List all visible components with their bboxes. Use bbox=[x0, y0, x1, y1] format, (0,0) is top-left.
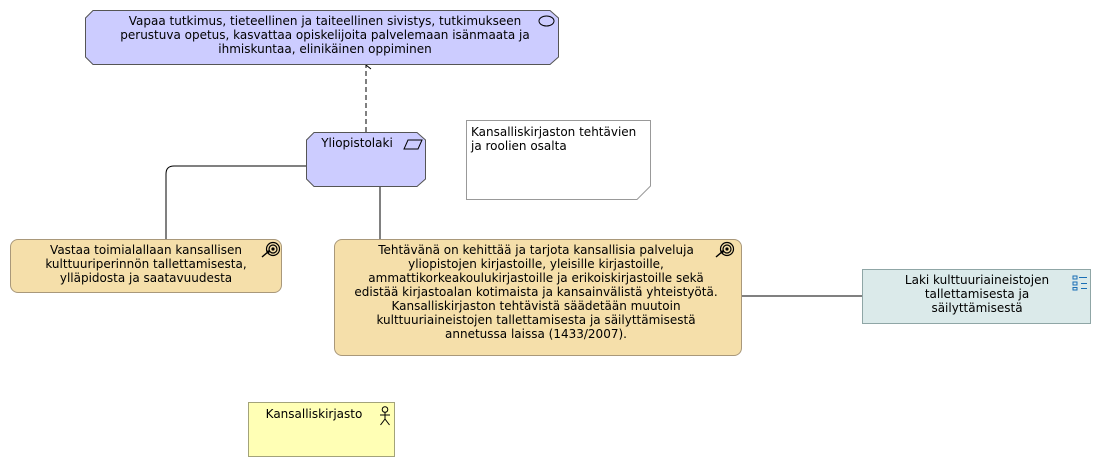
goal-main-label: Tehtävänä on kehittää ja tarjota kansall… bbox=[354, 243, 718, 341]
principle-parallelogram-icon bbox=[403, 139, 423, 150]
actor-node[interactable]: Kansalliskirjasto bbox=[248, 402, 395, 457]
requirement-node[interactable]: Laki kulttuuriaineistojen tallettamisest… bbox=[862, 269, 1091, 324]
note-node[interactable]: Kansalliskirjaston tehtävien ja roolien … bbox=[466, 120, 651, 200]
goal-main-node[interactable]: Tehtävänä on kehittää ja tarjota kansall… bbox=[334, 239, 742, 356]
goal-target-icon bbox=[261, 241, 281, 258]
value-node[interactable]: Vapaa tutkimus, tieteellinen ja taiteell… bbox=[85, 10, 559, 65]
note-node-label: Kansalliskirjaston tehtävien ja roolien … bbox=[471, 125, 637, 153]
law-node-label: Yliopistolaki bbox=[321, 136, 393, 150]
goal-target-icon bbox=[715, 241, 735, 258]
goal-left-node[interactable]: Vastaa toimialallaan kansallisen kulttuu… bbox=[10, 239, 282, 293]
actor-label: Kansalliskirjasto bbox=[265, 407, 363, 421]
note-node-shape bbox=[466, 120, 651, 200]
value-node-label: Vapaa tutkimus, tieteellinen ja taiteell… bbox=[120, 14, 530, 56]
requirement-label: Laki kulttuuriaineistojen tallettamisest… bbox=[904, 273, 1050, 315]
law-to-left-goal-connector[interactable] bbox=[165, 165, 306, 239]
goal-left-label: Vastaa toimialallaan kansallisen kulttuu… bbox=[45, 243, 247, 285]
value-ellipse-icon bbox=[538, 15, 555, 27]
law-node-shape bbox=[306, 132, 426, 187]
law-node[interactable]: Yliopistolaki bbox=[306, 132, 426, 187]
stick-figure-actor-icon bbox=[380, 406, 390, 426]
system-software-icon bbox=[1072, 275, 1087, 291]
value-node-shape bbox=[85, 10, 559, 65]
